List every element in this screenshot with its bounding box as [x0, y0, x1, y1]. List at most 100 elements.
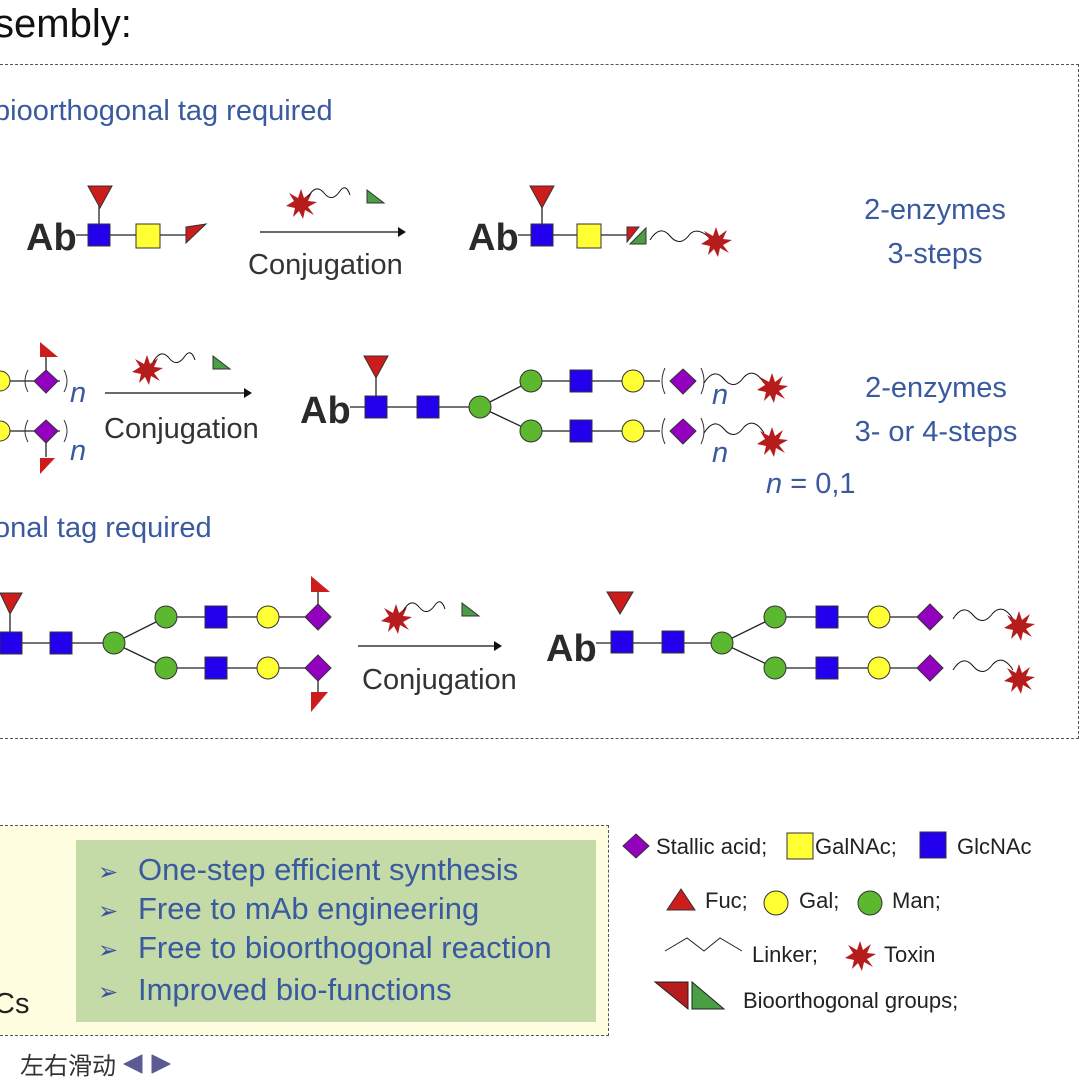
mannose-icon: [763, 605, 787, 629]
bioorthogonal-green-icon: [461, 601, 481, 617]
glcnac-icon: [364, 395, 388, 419]
galnac-icon: [576, 223, 602, 249]
section-heading: sembly:: [0, 2, 132, 46]
gal-icon: [0, 420, 11, 442]
linker-icon: [952, 659, 1014, 672]
conjugation-label-1: Conjugation: [248, 249, 403, 281]
sialic-acid-icon: [304, 654, 332, 682]
bioorthogonal-red-icon: [185, 223, 208, 245]
fucose-icon: [529, 185, 555, 210]
advantages-list-box: ➢One-step efficient synthesis ➢Free to m…: [76, 840, 596, 1022]
gal-icon: [763, 890, 789, 916]
toxin-icon: [286, 189, 317, 219]
legend-sialic-acid: Stallic acid;: [656, 834, 768, 859]
bioorthogonal-green-icon: [366, 188, 386, 204]
glcnac-icon: [87, 223, 111, 247]
assembly-panel: [0, 64, 1079, 739]
n-values: = 0,1: [790, 468, 856, 500]
bioorthogonal-red-icon: [311, 692, 328, 712]
glcnac-icon: [610, 630, 634, 654]
mannose-icon: [154, 605, 178, 629]
glcnac-icon: [204, 656, 228, 680]
sialic-acid-icon: [916, 654, 944, 682]
legend-toxin: Toxin: [884, 942, 936, 967]
sialic-acid-icon: [669, 418, 697, 445]
linker-icon: [952, 608, 1014, 621]
glcnac-icon: [49, 631, 73, 655]
linker-icon: [703, 422, 765, 435]
galnac-icon: [786, 832, 814, 860]
toxin-icon: [381, 604, 412, 634]
mannose-icon: [468, 395, 492, 419]
conjugation-label-2: Conjugation: [104, 413, 259, 445]
route-2-steps: 3- or 4-steps: [854, 416, 1018, 448]
gal-icon: [867, 605, 891, 629]
fucose-icon: [0, 592, 23, 616]
n-subscript: n: [712, 437, 728, 469]
gal-icon: [256, 605, 280, 629]
gal-icon: [621, 419, 645, 443]
gal-icon: [256, 656, 280, 680]
sialic-acid-icon: [304, 603, 332, 631]
legend-symbols: [622, 831, 947, 1011]
toxin-icon: [701, 227, 732, 257]
legend-galnac: GalNAc;: [815, 834, 897, 859]
mannose-icon: [519, 369, 543, 393]
glcnac-icon: [815, 656, 839, 680]
bioorthogonal-red-icon: [626, 226, 641, 244]
route-2-summary: 2-enzymes 3- or 4-steps: [836, 366, 1036, 454]
n-subscript: n: [712, 379, 728, 411]
galnac-icon: [135, 223, 161, 249]
linker-icon: [664, 937, 743, 952]
bioorthogonal-red-icon: [311, 576, 330, 592]
arrowhead-bullet-icon: ➢: [98, 979, 119, 1006]
glcnac-icon: [815, 605, 839, 629]
route-1-summary: 2-enzymes 3-steps: [840, 188, 1030, 276]
advantage-item: ➢One-step efficient synthesis: [98, 850, 596, 889]
gal-icon: [0, 370, 11, 392]
glcnac-icon: [530, 223, 554, 247]
sialic-acid-icon: [33, 419, 59, 444]
toxin-icon: [132, 355, 163, 385]
fucose-icon: [363, 355, 389, 380]
toxin-icon: [845, 941, 876, 971]
swipe-hint-label: 左右滑动: [20, 1053, 116, 1080]
sialic-acid-icon: [916, 603, 944, 631]
advantage-item: ➢Improved bio-functions: [98, 970, 596, 1009]
sialic-acid-icon: [669, 368, 697, 395]
n-subscript: n: [70, 377, 86, 409]
legend-man: Man;: [892, 888, 941, 913]
toxin-icon: [1004, 664, 1035, 694]
glcnac-icon: [0, 631, 23, 655]
n-subscript: n: [70, 435, 86, 467]
glcnac-icon: [919, 831, 947, 859]
advantage-item: ➢Free to mAb engineering: [98, 889, 596, 928]
bioorthogonal-red-icon: [653, 981, 689, 1011]
toxin-icon: [1004, 611, 1035, 641]
legend-gal: Gal;: [799, 888, 840, 913]
triangle-left-icon[interactable]: [122, 1053, 144, 1075]
triangle-right-icon[interactable]: [150, 1053, 172, 1075]
linker-icon: [649, 230, 713, 242]
mannose-icon: [519, 419, 543, 443]
section-1-title: bioorthogonal tag required: [0, 95, 333, 127]
linker-icon: [402, 601, 446, 612]
linker-icon: [307, 187, 351, 198]
swipe-hint: 左右滑动: [20, 1046, 172, 1081]
legend-fuc: Fuc;: [705, 888, 748, 913]
glcnac-icon: [569, 419, 593, 443]
bioorthogonal-green-icon: [628, 226, 647, 245]
sialic-acid-icon: [622, 833, 650, 859]
arrowhead-bullet-icon: ➢: [98, 937, 119, 964]
n-range-label: n = 0,1: [766, 468, 856, 501]
gal-icon: [867, 656, 891, 680]
advantages-left-fragment: Cs: [0, 988, 30, 1020]
toxin-icon: [757, 427, 788, 457]
advantage-item: ➢Free to bioorthogonal reaction: [98, 928, 596, 967]
legend-glcnac: GlcNAc: [957, 834, 1032, 859]
fucose-icon: [666, 888, 696, 911]
fucose-icon: [87, 185, 113, 210]
bioorthogonal-red-icon: [40, 342, 58, 357]
mannose-icon: [763, 656, 787, 680]
arrowhead-bullet-icon: ➢: [98, 859, 119, 886]
